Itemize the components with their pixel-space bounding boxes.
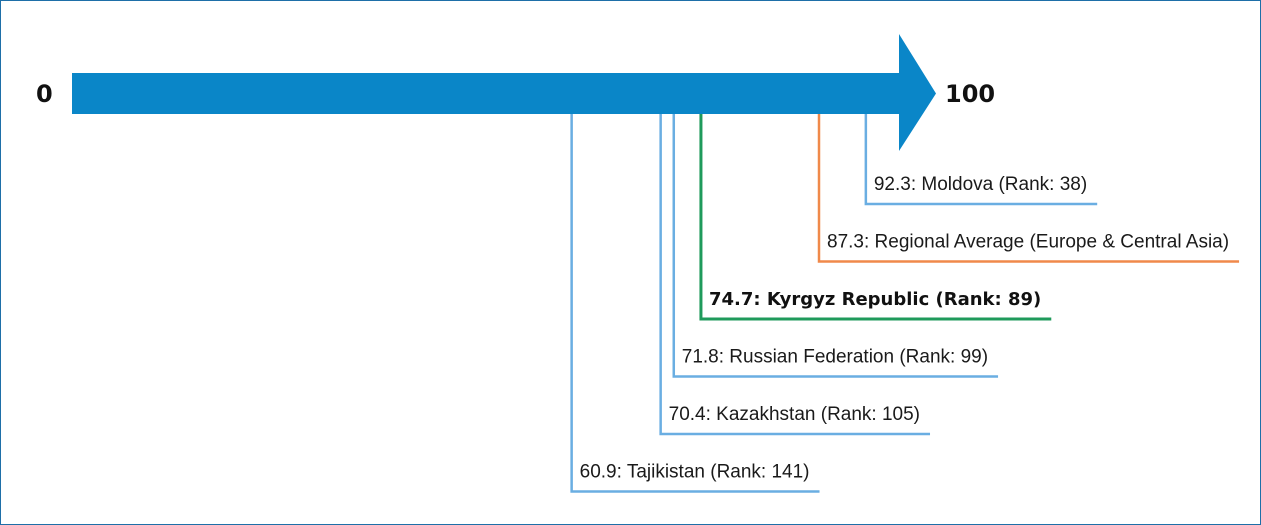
leader-line [864, 114, 1098, 206]
leader-line [817, 114, 1240, 263]
entries-group: 92.3: Moldova (Rank: 38) 87.3: Regional A… [570, 114, 1240, 493]
entry-label: 92.3: Moldova (Rank: 38) [874, 174, 1087, 195]
leader-line [699, 114, 1052, 321]
entry-label: 74.7: Kyrgyz Republic (Rank: 89) [709, 289, 1041, 310]
leader-line [672, 114, 999, 378]
leader-line [659, 114, 931, 436]
leader-line [570, 114, 820, 493]
entry-label: 71.8: Russian Federation (Rank: 99) [682, 347, 988, 368]
entry-label: 87.3: Regional Average (Europe & Central… [827, 232, 1229, 253]
axis-max-label: 100 [945, 80, 995, 108]
entry-label: 70.4: Kazakhstan (Rank: 105) [669, 404, 920, 425]
entry-label: 60.9: Tajikistan (Rank: 141) [580, 462, 810, 483]
axis-min-label: 0 [36, 80, 53, 108]
scale-arrow [72, 34, 936, 151]
